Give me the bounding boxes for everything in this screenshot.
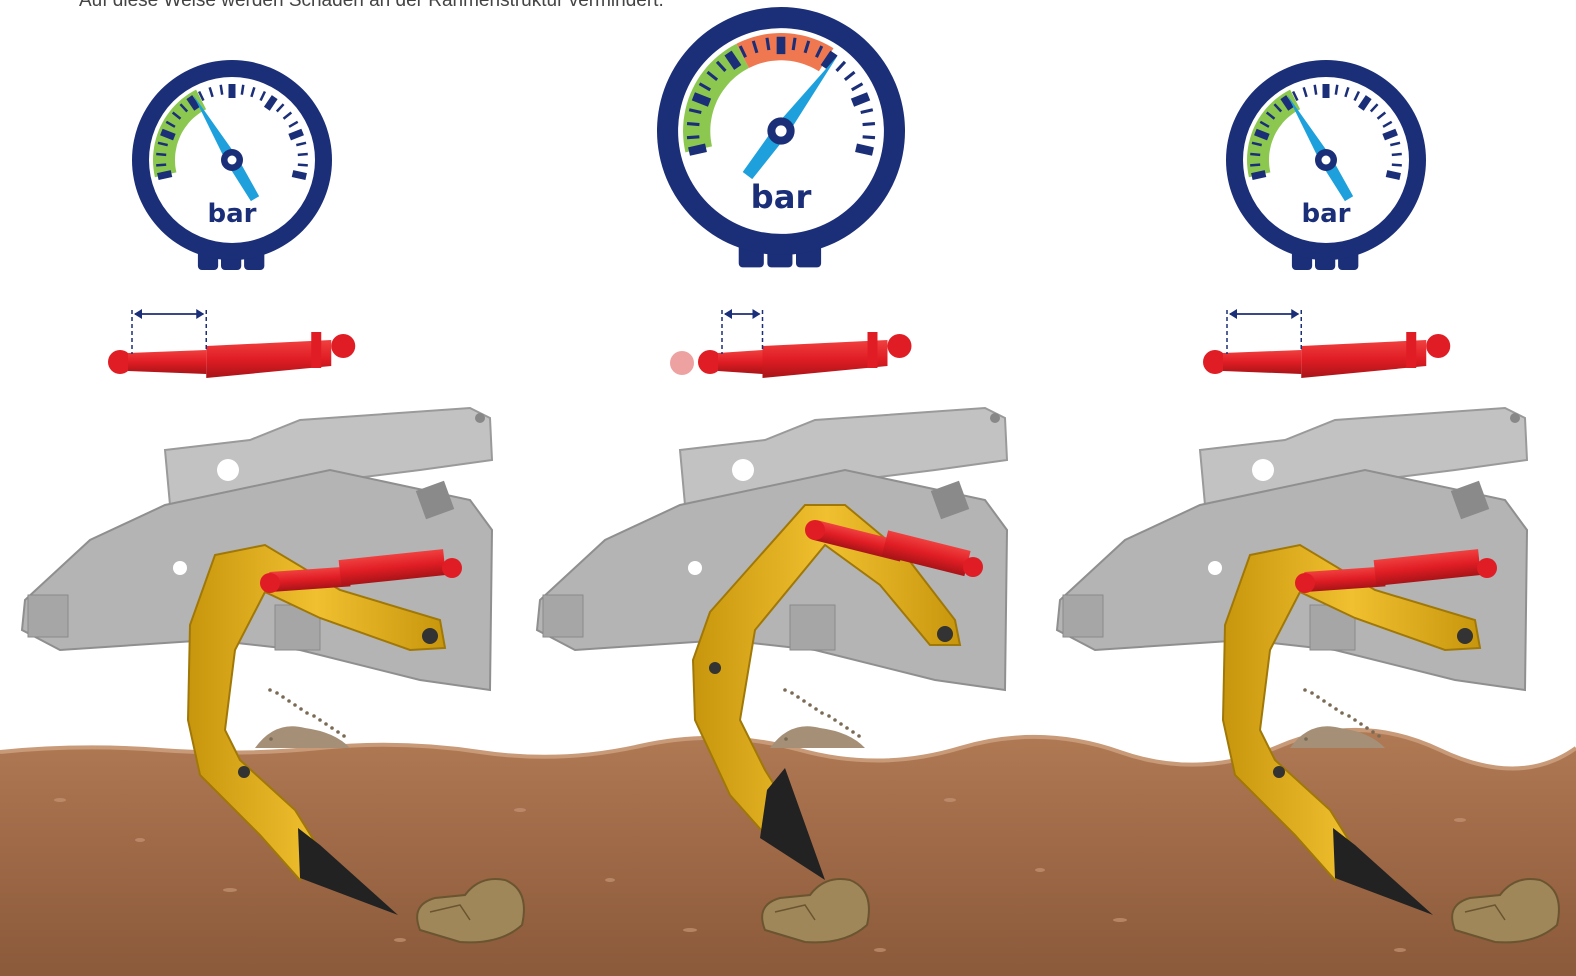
gauge-tick (863, 137, 875, 138)
frame-hole (732, 459, 754, 481)
frame-bracket (543, 595, 583, 637)
gauge-tick (1392, 154, 1402, 155)
cylinder-rod (1223, 350, 1301, 374)
gauge-tick (298, 154, 308, 155)
main-cylinder-eye (963, 557, 983, 577)
frame-bracket (28, 595, 68, 637)
gauge-tick (1392, 165, 1402, 166)
gauge-hub-center (228, 156, 237, 165)
gauge-unit-label: bar (1302, 199, 1351, 229)
frame-hole (1208, 561, 1222, 575)
pressure-gauge: bar (1226, 60, 1426, 270)
gauge-tick (1336, 85, 1337, 95)
gauge-tick (1315, 85, 1316, 95)
cylinder-port (1406, 332, 1416, 368)
gauge-tick (856, 148, 873, 152)
soil-debris (770, 688, 865, 748)
gauge-tick (793, 38, 795, 50)
soil-mound (770, 726, 865, 748)
gauge-hub-center (775, 125, 786, 136)
gauge-tick (156, 165, 166, 166)
gauge-unit-label: bar (208, 199, 257, 229)
tine-bolt (1273, 766, 1285, 778)
soil-debris (1290, 688, 1385, 748)
gauge-tick (863, 124, 875, 125)
gauge-tick (242, 85, 243, 95)
gauge-unit-label: bar (751, 178, 812, 216)
frame-bolt (1510, 413, 1520, 423)
gauge-tick (1250, 154, 1260, 155)
frame-bolt (475, 413, 485, 423)
tine-pivot (937, 626, 953, 642)
hydraulic-cylinder-indicator (1203, 309, 1450, 378)
frame-hole (1252, 459, 1274, 481)
frame-hole (173, 561, 187, 575)
gauge-tick (1387, 174, 1401, 177)
gauge-tick (1250, 165, 1260, 166)
cylinder-base-eye (1426, 334, 1450, 358)
cylinder-base-eye (331, 334, 355, 358)
tine-pivot (1457, 628, 1473, 644)
tine-bolt (238, 766, 250, 778)
tine-bolt (709, 662, 721, 674)
gauge-tick (158, 174, 172, 177)
main-cylinder-eye (1477, 558, 1497, 578)
cylinder-port (868, 332, 878, 368)
gauge-tick (693, 96, 709, 102)
gauge-tick (293, 174, 307, 177)
tine-pivot (422, 628, 438, 644)
main-cylinder-eye (805, 520, 825, 540)
pressure-gauge: bar (657, 7, 905, 267)
gauge-tick (1255, 132, 1268, 137)
soil-mound (255, 726, 350, 748)
gauge-tick (161, 132, 174, 137)
main-cylinder-eye (1295, 573, 1315, 593)
gauge-tick (298, 165, 308, 166)
gauge-tick (687, 137, 699, 138)
gauge-tick (221, 85, 222, 95)
main-cylinder-eye (260, 573, 280, 593)
gauge-tick (1384, 132, 1397, 137)
cylinder-port (311, 332, 321, 368)
gauge-tick (852, 96, 868, 102)
frame-bolt (990, 413, 1000, 423)
gauge-tick (290, 132, 303, 137)
gauge-tick (687, 124, 699, 125)
main-cylinder-eye (442, 558, 462, 578)
cylinder-rod (718, 350, 763, 374)
gauge-tick (767, 38, 769, 50)
frame-bracket (790, 605, 835, 650)
frame-hole (688, 561, 702, 575)
gauge-tick (156, 154, 166, 155)
cylinder-ghost-eye (670, 351, 694, 375)
hydraulic-cylinder-indicator (108, 309, 355, 378)
gauge-tick (1252, 174, 1266, 177)
soil-debris (255, 688, 350, 748)
hydraulic-cylinder-indicator (670, 309, 912, 378)
gauge-tick (689, 148, 706, 152)
gauge-hub-center (1322, 156, 1331, 165)
frame-bracket (1063, 595, 1103, 637)
pressure-gauge: bar (132, 60, 332, 270)
cylinder-base-eye (888, 334, 912, 358)
cylinder-rod (128, 350, 206, 374)
frame-hole (217, 459, 239, 481)
